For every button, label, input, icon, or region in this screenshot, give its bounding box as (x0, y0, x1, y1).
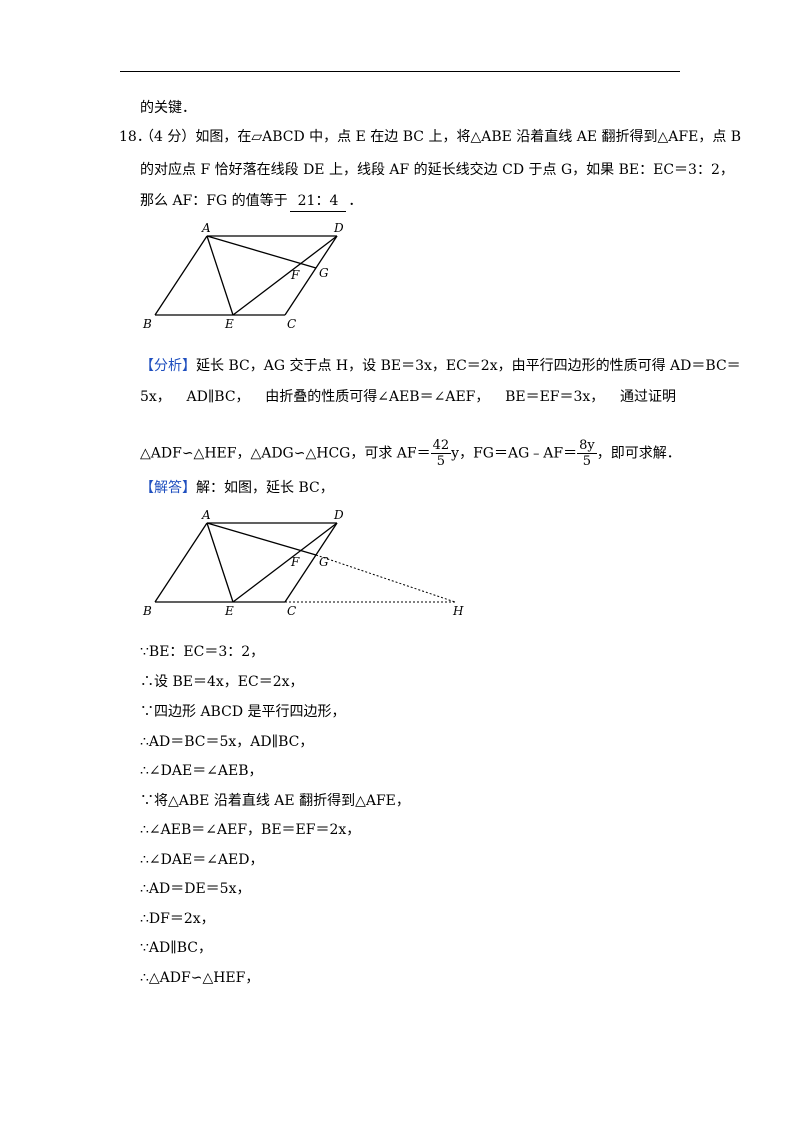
question-number: 18． (119, 129, 151, 145)
fig1-segment-ae (206, 235, 234, 316)
solution-step: ∵四边形 ABCD 是平行四边形， (140, 704, 346, 720)
solution-step: ∴△ADF∽△HEF， (140, 970, 260, 986)
fig2-label-d: D (333, 508, 344, 522)
fig2-label-e: E (224, 604, 234, 618)
solution-step: ∴∠DAE＝∠AEB， (140, 763, 263, 779)
fig1-side-ab (154, 235, 208, 316)
fig2-label-c: C (287, 604, 296, 618)
header-continuation: 的关键． (140, 100, 196, 116)
question-line-2: 的对应点 F 恰好落在线段 DE 上，线段 AF 的延长线交边 CD 于点 G，… (140, 162, 734, 178)
fig2-segment-ag (206, 522, 317, 556)
analysis-line-1: 【分析】延长 BC，AG 交于点 H，设 BE＝3x，EC＝2x，由平行四边形的… (140, 356, 741, 376)
solution-step: ∴∠DAE＝∠AED， (140, 852, 264, 868)
fig1-label-a: A (201, 221, 211, 235)
fig1-segment-de (232, 235, 338, 316)
analysis-line-2: 5x， AD∥BC， 由折叠的性质可得∠AEB＝∠AEF， BE＝EF＝3x， … (140, 387, 676, 407)
fig2-label-g: G (319, 555, 329, 569)
analysis-line-3-suffix: ，即可求解． (596, 445, 681, 462)
analysis-line-2-part-5: 通过证明 (620, 389, 676, 405)
fig1-label-d: D (333, 221, 344, 235)
fraction-af-denominator: 5 (436, 454, 446, 469)
fig1-label-e: E (224, 317, 234, 331)
question-line-1: （4 分）如图，在▱ABCD 中，点 E 在边 BC 上，将△ABE 沿着直线 … (140, 129, 742, 145)
solution-step: ∴设 BE＝4x，EC＝2x， (140, 674, 304, 690)
answer-blank: 21：4 (289, 191, 347, 212)
analysis-line-3-mid: y，FG＝AG﹣AF＝ (451, 445, 578, 462)
question-line-3-prefix: 那么 AF：FG 的值等于 (140, 193, 288, 209)
analysis-tag: 【分析】 (140, 358, 196, 374)
solution-step: ∵将△ABE 沿着直线 AE 翻折得到△AFE， (140, 793, 410, 809)
fig1-label-g: G (319, 266, 329, 280)
solution-step: ∵BE：EC＝3：2， (140, 644, 265, 660)
fig1-label-b: B (142, 317, 152, 331)
fraction-fg-numerator: 8y (577, 438, 597, 454)
fig1-segment-ag (206, 235, 317, 269)
header-rule (120, 71, 680, 72)
fig2-label-f: F (290, 555, 300, 569)
fig2-side-dc (284, 522, 338, 603)
fig2-extension-gh (315, 554, 456, 603)
analysis-line-2-part-1: 5x， (140, 389, 171, 405)
solution-step: ∵AD∥BC， (140, 940, 212, 956)
fraction-fg-denominator: 5 (582, 454, 592, 469)
fig2-side-ab (154, 522, 208, 603)
question-line-3-suffix: ． (348, 193, 363, 209)
solution-intro: 解：如图，延长 BC， (196, 480, 334, 496)
fraction-af-numerator: 42 (430, 438, 452, 454)
fig2-label-b: B (142, 604, 152, 618)
fig2-label-a: A (201, 508, 211, 522)
analysis-line-2-part-4: BE＝EF＝3x， (505, 389, 605, 405)
solution-step: ∴DF＝2x， (140, 911, 215, 927)
solution-tag: 【解答】 (140, 480, 196, 496)
solution-intro-line: 【解答】解：如图，延长 BC， (140, 478, 334, 498)
analysis-line-2-part-3: 由折叠的性质可得∠AEB＝∠AEF， (265, 389, 490, 405)
fig2-label-h: H (452, 604, 464, 618)
solution-step: ∴AD＝BC＝5x，AD∥BC， (140, 734, 314, 750)
fig1-label-f: F (290, 268, 300, 282)
analysis-line-2-part-2: AD∥BC， (186, 389, 250, 405)
analysis-line-3-prefix: △ADF∽△HEF，△ADG∽△HCG，可求 AF＝ (140, 445, 431, 462)
fig2-segment-de (232, 522, 338, 603)
fig2-segment-ae (206, 522, 234, 603)
fig1-label-c: C (287, 317, 296, 331)
solution-step: ∴AD＝DE＝5x， (140, 881, 251, 897)
analysis-line-1-text: 延长 BC，AG 交于点 H，设 BE＝3x，EC＝2x，由平行四边形的性质可得… (196, 358, 741, 374)
fig1-side-dc (284, 235, 338, 316)
solution-step: ∴∠AEB＝∠AEF，BE＝EF＝2x， (140, 822, 361, 838)
